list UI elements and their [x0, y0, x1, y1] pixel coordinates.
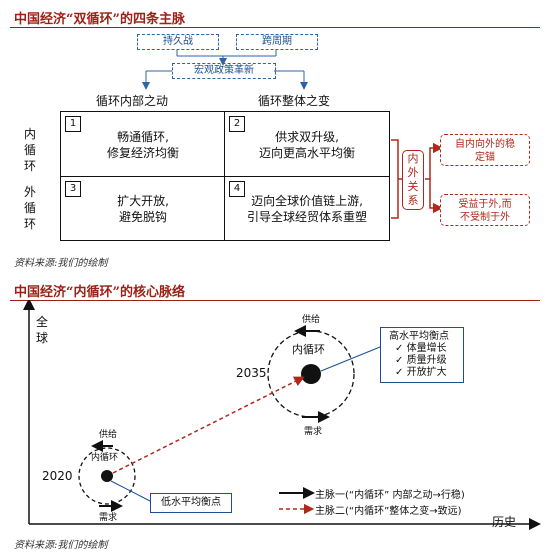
small-loop-label: 内循环	[91, 453, 119, 463]
top-source-note: 资料来源:我们的绘制	[14, 258, 108, 269]
quadrant-1: 1 畅通循环,修复经济均衡	[61, 112, 225, 177]
four-quadrant-grid: 1 畅通循环,修复经济均衡 2 供求双升级,迈向更高水平均衡 3 扩大开放,避免…	[60, 111, 390, 241]
policy-box-cross-cycle: 跨周期	[236, 34, 318, 50]
quadrant-3: 3 扩大开放,避免脱钩	[61, 177, 225, 240]
high-equilibrium-point	[301, 364, 321, 384]
row-label-inner-circulation: 内循环	[23, 127, 36, 173]
top-title-rule	[10, 27, 540, 28]
bottom-title-rule	[10, 300, 540, 301]
top-section-title: 中国经济“双循环”的四条主脉	[14, 12, 185, 27]
quadrant-4-number: 4	[229, 181, 245, 197]
small-loop-supply-label: 供给	[99, 430, 118, 440]
year-2020-label: 2020	[42, 469, 73, 483]
legend-1-text: 主脉一(“内循环” 内部之动→行稳)	[315, 490, 465, 501]
high-callout-item-volume: ✓ 体量增长	[395, 343, 447, 354]
legend-2-text: 主脉二(“内循环”整体之变→致远)	[315, 506, 462, 517]
small-loop-demand-label: 需求	[99, 513, 118, 523]
column-header-internal-dynamics: 循环内部之动	[96, 94, 169, 108]
x-axis-label: 历史	[492, 515, 517, 529]
big-loop-label: 内循环	[292, 343, 325, 356]
row-label-outer-circulation: 外循环	[23, 185, 36, 231]
policy-box-protracted: 持久战	[137, 34, 219, 50]
check-icon: ✓	[395, 343, 404, 354]
big-loop-supply-label: 供给	[302, 315, 321, 325]
inner-outer-relation-box: 内外关系	[402, 150, 424, 210]
benefit-not-constrained-box: 受益于外,而不受制于外	[440, 194, 530, 226]
bottom-section-title: 中国经济“内循环”的核心脉络	[14, 285, 185, 300]
relation-bracket	[391, 139, 444, 219]
quadrant-2-number: 2	[229, 116, 245, 132]
inner-circulation-diagram	[23, 300, 541, 530]
high-callout-connector	[320, 346, 381, 372]
check-icon: ✓	[395, 355, 404, 366]
quadrant-4: 4 迈向全球价值链上游,引导全球经贸体系重塑	[225, 177, 389, 240]
bottom-source-note: 资料来源:我们的绘制	[14, 540, 108, 551]
quadrant-1-number: 1	[65, 116, 81, 132]
year-2035-label: 2035	[236, 366, 267, 380]
quadrant-2: 2 供求双升级,迈向更高水平均衡	[225, 112, 389, 177]
low-equilibrium-callout: 低水平均衡点	[150, 493, 232, 513]
high-callout-item-openness: ✓ 开放扩大	[395, 367, 447, 378]
y-axis-label: 全球	[35, 315, 48, 345]
low-callout-connector	[110, 480, 151, 502]
column-header-overall-change: 循环整体之变	[258, 94, 331, 108]
check-icon: ✓	[395, 367, 404, 378]
stable-anchor-box: 自内向外的稳定锚	[440, 134, 530, 166]
policy-connector-lines	[142, 50, 308, 90]
high-callout-title: 高水平均衡点	[389, 331, 449, 342]
high-callout-item-quality: ✓ 质量升级	[395, 355, 447, 366]
low-equilibrium-point	[101, 470, 113, 482]
small-loop-circle	[78, 447, 136, 505]
main-path-2-arrow	[112, 376, 305, 474]
big-loop-demand-label: 需求	[304, 427, 323, 437]
high-equilibrium-callout: 高水平均衡点 ✓ 体量增长 ✓ 质量升级 ✓ 开放扩大	[380, 327, 464, 383]
quadrant-3-number: 3	[65, 181, 81, 197]
